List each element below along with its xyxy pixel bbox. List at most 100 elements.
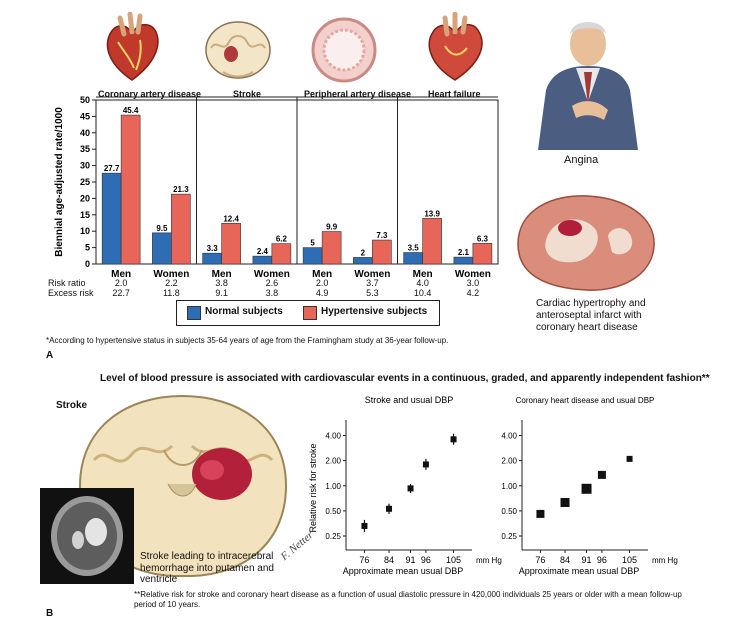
bar-label-normal: 3.5 <box>408 244 420 253</box>
illustration-caption-stroke: Stroke <box>233 89 262 99</box>
excess-risk-value: 22.7 <box>112 288 130 298</box>
y-tick-label: 4.00 <box>325 432 341 441</box>
y-tick-label: 5 <box>85 243 90 253</box>
bar-label-normal: 27.7 <box>104 164 120 173</box>
y-tick-label: 30 <box>80 161 90 171</box>
bar-hypertensive <box>120 114 141 265</box>
risk-ratio-value: 2.6 <box>265 278 279 288</box>
bar-label-normal: 2 <box>361 248 366 257</box>
legend-swatch-hypertensive <box>303 306 317 320</box>
bar-normal <box>101 172 122 265</box>
bar-label-normal: 9.5 <box>156 224 168 233</box>
panel-b-footnote: **Relative risk for stroke and coronary … <box>134 590 682 610</box>
infarct-caption-line: coronary heart disease <box>536 322 638 333</box>
x-tick-label: 96 <box>421 555 431 565</box>
y-tick-label: 2.00 <box>325 457 341 466</box>
bar-label-hypertensive: 6.3 <box>477 234 489 243</box>
risk-ratio-value: 3.0 <box>466 278 480 288</box>
y-tick-label: 0 <box>85 259 90 269</box>
bar-normal <box>252 255 273 265</box>
excess-risk-label: Excess risk <box>48 288 94 298</box>
legend-label-normal: Normal subjects <box>205 306 283 317</box>
x-tick-label: 91 <box>406 555 416 565</box>
data-point <box>361 522 368 529</box>
risk-ratio-value: 2.0 <box>114 278 128 288</box>
panel-b-footnote-line: **Relative risk for stroke and coronary … <box>134 590 682 599</box>
data-point <box>536 509 545 518</box>
excess-risk-value: 9.1 <box>215 288 228 298</box>
y-tick-label: 45 <box>80 111 90 121</box>
bar-label-normal: 2.4 <box>257 247 269 256</box>
y-tick-label: 0.25 <box>501 532 517 541</box>
x-category-label: Women <box>254 269 290 280</box>
legend-swatch-normal <box>187 306 201 320</box>
brain-section-icon <box>205 21 271 79</box>
data-point <box>597 470 606 479</box>
heart-failure-icon <box>428 12 483 81</box>
bar-label-hypertensive: 13.9 <box>424 209 440 218</box>
panel-a-label: A <box>46 350 54 361</box>
stroke-caption-line: ventricle <box>140 574 178 585</box>
x-axis-title: Approximate mean usual DBP <box>343 566 464 576</box>
stroke-label: Stroke <box>56 400 88 411</box>
y-tick-label: 0.25 <box>325 532 341 541</box>
y-tick-label: 0.50 <box>325 507 341 516</box>
bar-hypertensive <box>372 239 392 265</box>
excess-risk-value: 5.3 <box>366 288 379 298</box>
stroke-scatter-chart: Stroke and usual DBP0.250.501.002.004.00… <box>308 395 502 576</box>
bar-hypertensive <box>422 218 442 265</box>
angina-caption: Angina <box>564 154 599 166</box>
x-unit-label: mm Hg <box>652 556 678 565</box>
y-tick-label: 1.00 <box>501 482 517 491</box>
y-tick-label: 0.50 <box>501 507 517 516</box>
data-point <box>386 505 393 512</box>
bar-label-normal: 3.3 <box>207 244 219 253</box>
x-tick-label: 84 <box>560 555 570 565</box>
bar-normal <box>403 252 423 265</box>
x-tick-label: 76 <box>535 555 545 565</box>
excess-risk-value: 4.2 <box>466 288 480 298</box>
ct-scan-image <box>40 488 134 584</box>
bar-label-hypertensive: 9.9 <box>326 223 338 232</box>
illustration-caption-peripheral: Peripheral artery disease <box>304 89 412 99</box>
y-tick-label: 4.00 <box>501 432 517 441</box>
risk-ratio-value: 2.2 <box>165 278 178 288</box>
x-category-label: Women <box>153 269 189 280</box>
bar-hypertensive <box>321 231 342 265</box>
panel-b-label: B <box>46 608 54 619</box>
excess-risk-value: 4.9 <box>315 288 329 298</box>
bar-hypertensive <box>271 243 292 265</box>
y-tick-label: 35 <box>80 144 90 154</box>
panel-b-heading: Level of blood pressure is associated wi… <box>100 373 710 384</box>
x-tick-label: 105 <box>622 555 637 565</box>
excess-risk-value: 3.8 <box>265 288 279 298</box>
infarct-caption-line: Cardiac hypertrophy and <box>536 298 646 309</box>
y-tick-label: 20 <box>80 193 90 203</box>
angina-man-illustration <box>538 22 638 150</box>
infarct-heart-section-illustration <box>517 195 655 291</box>
bar-label-hypertensive: 7.3 <box>376 231 388 240</box>
legend-label-hypertensive: Hypertensive subjects <box>321 306 428 317</box>
scatter-title: Coronary heart disease and usual DBP <box>516 396 655 405</box>
y-axis-title: Biennial age-adjusted rate/1000 <box>54 107 65 257</box>
x-axis-title: Approximate mean usual DBP <box>519 566 640 576</box>
risk-ratio-value: 2.0 <box>315 278 329 288</box>
bar-hypertensive <box>472 243 493 265</box>
data-point <box>450 436 457 443</box>
heart-coronary-icon <box>106 12 159 81</box>
x-category-label: Women <box>455 269 491 280</box>
x-category-label: Men <box>312 269 332 280</box>
stroke-caption: Stroke leading to intracerebral hemorrha… <box>140 551 274 586</box>
chart-legend: Normal subjects Hypertensive subjects <box>176 300 440 326</box>
x-category-label: Men <box>413 269 433 280</box>
x-tick-label: 96 <box>597 555 607 565</box>
illustration-caption-coronary: Coronary artery disease <box>98 89 202 99</box>
y-tick-label: 50 <box>80 95 90 105</box>
data-point <box>407 485 414 492</box>
bar-normal <box>152 232 172 265</box>
x-tick-label: 84 <box>384 555 394 565</box>
x-category-label: Women <box>354 269 390 280</box>
excess-risk-value: 10.4 <box>413 288 432 298</box>
bar-label-normal: 5 <box>310 239 315 248</box>
y-tick-label: 10 <box>80 226 90 236</box>
